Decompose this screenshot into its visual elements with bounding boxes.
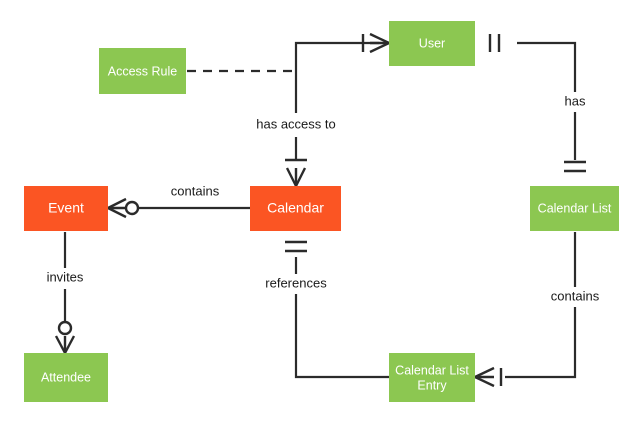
- relationship-label-invites: invites: [47, 269, 84, 284]
- entities-layer: Access Rule User Event Calendar Calendar…: [24, 21, 619, 402]
- marker-one-or-many-cle-right: [474, 366, 503, 388]
- marker-one-or-many-user-left: [361, 32, 390, 54]
- entity-user[interactable]: User: [389, 21, 475, 66]
- edge-contains-list-entry-lower[interactable]: [505, 307, 577, 379]
- entity-event-label: Event: [48, 200, 84, 216]
- markers-layer: [54, 32, 586, 388]
- edges-layer: [63, 41, 577, 379]
- entity-calendar-list-entry-label-line2: Entry: [417, 378, 447, 392]
- entity-user-label: User: [419, 36, 445, 50]
- entity-access-rule[interactable]: Access Rule: [99, 48, 186, 94]
- entity-calendar[interactable]: Calendar: [250, 186, 341, 231]
- marker-exactly-one-calendar-list-top: [564, 160, 586, 173]
- edge-has-access-to[interactable]: [294, 41, 379, 113]
- entity-calendar-label: Calendar: [267, 200, 324, 216]
- marker-zero-or-many-attendee: [54, 320, 76, 354]
- entity-attendee[interactable]: Attendee: [24, 353, 108, 402]
- entity-access-rule-label: Access Rule: [108, 64, 178, 78]
- marker-exactly-one-user-right: [488, 34, 501, 52]
- relationship-label-has-access-to: has access to: [256, 116, 336, 131]
- relationship-label-has: has: [565, 93, 586, 108]
- entity-calendar-list-label: Calendar List: [538, 201, 612, 215]
- marker-exactly-one-calendar-bottom: [285, 240, 307, 253]
- relationship-label-contains-event-calendar: contains: [171, 183, 220, 198]
- marker-one-or-many-calendar-top: [285, 158, 307, 187]
- edge-references-lower[interactable]: [294, 294, 389, 379]
- relationship-label-references: references: [265, 275, 327, 290]
- entity-calendar-list[interactable]: Calendar List: [530, 186, 619, 231]
- relationship-labels-layer: has access to contains invites has refer…: [47, 93, 600, 303]
- entity-attendee-label: Attendee: [41, 370, 91, 384]
- marker-zero-or-many-event: [107, 197, 140, 219]
- relationship-label-contains-list-entry: contains: [551, 288, 600, 303]
- edge-has[interactable]: [517, 41, 577, 92]
- entity-calendar-list-entry[interactable]: Calendar List Entry: [389, 353, 475, 402]
- entity-event[interactable]: Event: [24, 186, 108, 231]
- entity-calendar-list-entry-label-line1: Calendar List: [395, 363, 469, 377]
